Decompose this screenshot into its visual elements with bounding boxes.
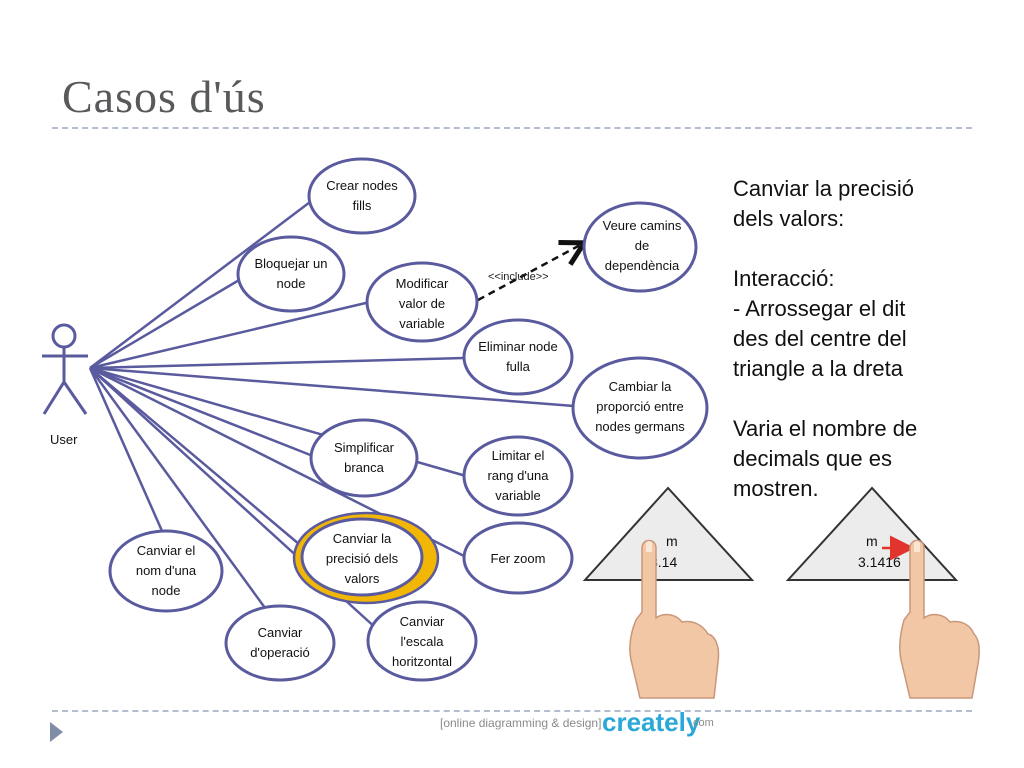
svg-text:variable: variable: [399, 316, 445, 331]
svg-text:m: m: [866, 533, 878, 549]
use-case-cambiar-proporcio: Cambiar la proporció entre nodes germans: [571, 356, 709, 460]
svg-text:Bloquejar un: Bloquejar un: [255, 256, 328, 271]
use-case-veure-camins: Veure camins de dependència: [582, 201, 698, 293]
svg-text:branca: branca: [344, 460, 385, 475]
use-case-canviar-escala: Canviar l'escala horitzontal: [366, 600, 478, 682]
actor-leg-right: [62, 381, 88, 415]
svg-text:fulla: fulla: [506, 359, 531, 374]
svg-text:Simplificar: Simplificar: [334, 440, 395, 455]
svg-text:l'escala: l'escala: [401, 634, 445, 649]
svg-text:Veure camins: Veure camins: [603, 218, 682, 233]
svg-text:Canviar la: Canviar la: [333, 531, 392, 546]
svg-text:3.14: 3.14: [650, 554, 677, 570]
svg-text:proporció entre: proporció entre: [596, 399, 683, 414]
svg-text:Cambiar la: Cambiar la: [609, 379, 673, 394]
svg-text:node: node: [152, 583, 181, 598]
svg-text:Modificar: Modificar: [396, 276, 449, 291]
panel-heading: Canviar la precisió dels valors:: [733, 176, 914, 231]
panel-result-text: Varia el nombre de decimals que es mostr…: [733, 416, 918, 501]
svg-text:Canviar: Canviar: [258, 625, 303, 640]
use-case-canviar-nom: Canviar el nom d'una node: [108, 529, 224, 613]
svg-text:precisió dels: precisió dels: [326, 551, 399, 566]
svg-text:3.1416: 3.1416: [858, 554, 901, 570]
slide-title: Casos d'ús: [62, 71, 266, 122]
svg-text:nodes germans: nodes germans: [595, 419, 685, 434]
include-label: <<include>>: [488, 271, 549, 283]
use-case-modificar: Modificar valor de variable: [365, 261, 479, 343]
use-case-simplificar: Simplificar branca: [309, 418, 419, 498]
description-panel: Canviar la precisió dels valors: Interac…: [733, 174, 983, 504]
svg-text:d'operació: d'operació: [250, 645, 310, 660]
actor-leg-left: [42, 381, 66, 415]
use-case-canviar-precisio: Canviar la precisió dels valors: [300, 517, 424, 597]
footer-divider: [52, 710, 972, 712]
triangle-before: m 3.14: [582, 486, 755, 581]
credit-brand: creately: [602, 707, 701, 737]
svg-text:Eliminar node: Eliminar node: [478, 339, 558, 354]
use-case-eliminar: Eliminar node fulla: [462, 318, 574, 396]
svg-text:de: de: [635, 238, 649, 253]
svg-text:Crear nodes: Crear nodes: [326, 178, 398, 193]
credit-tagline: [online diagramming & design]: [440, 716, 601, 730]
svg-text:rang d'una: rang d'una: [487, 468, 549, 483]
svg-text:Limitar el: Limitar el: [492, 448, 545, 463]
svg-text:variable: variable: [495, 488, 541, 503]
include-arrow: [477, 244, 582, 302]
svg-text:node: node: [277, 276, 306, 291]
svg-text:m: m: [666, 533, 678, 549]
use-case-fer-zoom: Fer zoom: [462, 521, 574, 595]
use-case-limitar: Limitar el rang d'una variable: [462, 435, 574, 517]
credit-domain: .com: [690, 717, 714, 729]
use-case-crear-nodes: Crear nodes fills: [307, 157, 417, 235]
svg-text:nom d'una: nom d'una: [136, 563, 197, 578]
use-case-bloquejar: Bloquejar un node: [236, 235, 346, 313]
svg-text:dependència: dependència: [605, 258, 680, 273]
svg-text:valors: valors: [345, 571, 380, 586]
actor-user: [42, 323, 88, 415]
use-case-canviar-operacio: Canviar d'operació: [224, 604, 336, 682]
panel-interaction-text: - Arrossegar el dit des del centre del t…: [733, 296, 907, 381]
title-divider: [52, 127, 972, 129]
actor-label: User: [50, 432, 78, 447]
svg-text:Fer zoom: Fer zoom: [491, 551, 546, 566]
svg-text:Canviar: Canviar: [400, 614, 445, 629]
slide-bullet-icon: [50, 722, 63, 742]
panel-interaction-label: Interacció:: [733, 266, 835, 291]
svg-text:valor de: valor de: [399, 296, 445, 311]
svg-text:Canviar el: Canviar el: [137, 543, 196, 558]
finger-right-icon: [899, 539, 980, 699]
actor-head: [51, 323, 77, 349]
finger-left-icon: [629, 539, 720, 699]
svg-text:horitzontal: horitzontal: [392, 654, 452, 669]
svg-text:fills: fills: [353, 198, 372, 213]
